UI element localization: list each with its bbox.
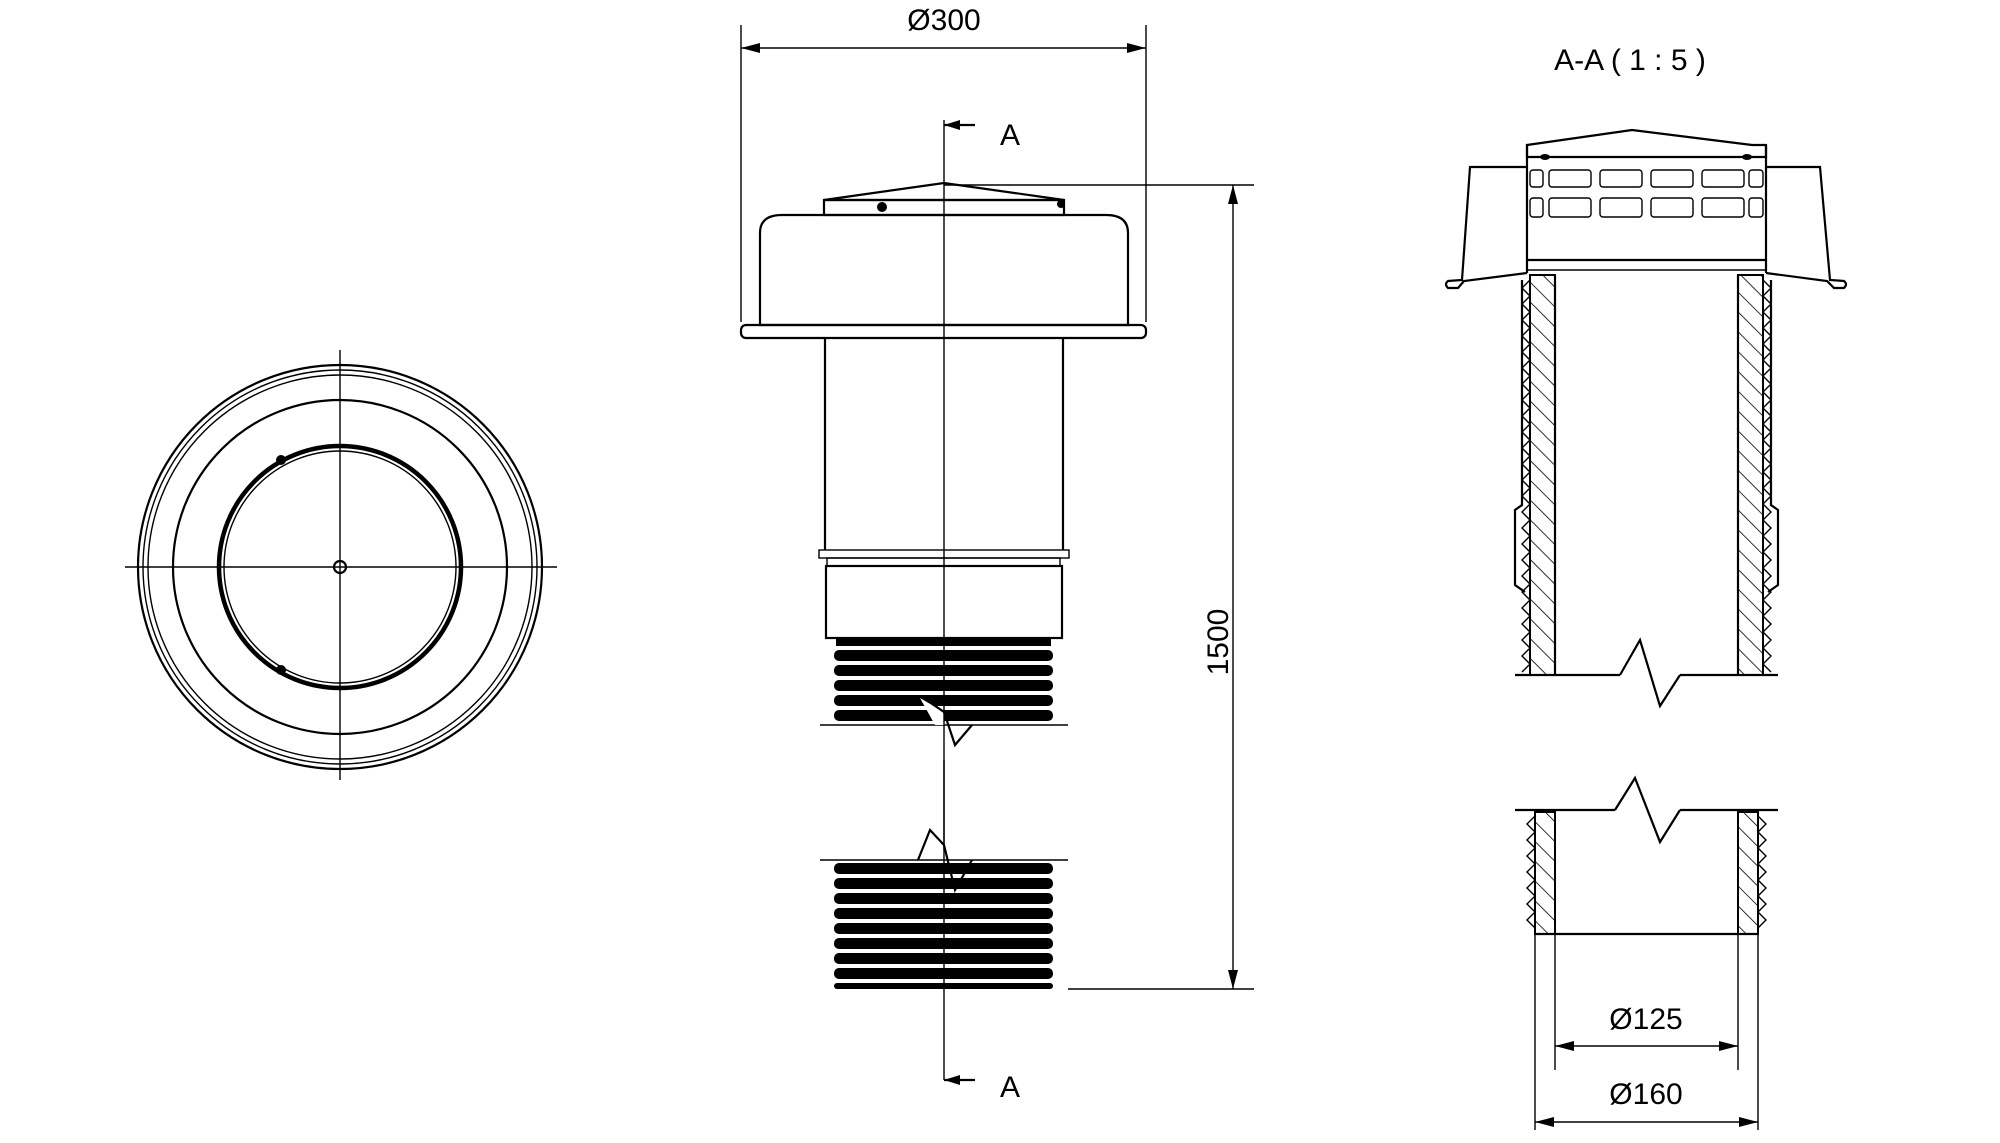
dim-top-diameter: Ø300 bbox=[907, 4, 980, 37]
dim-outer-diameter: Ø160 bbox=[1609, 1078, 1682, 1111]
section-wall-upper-left bbox=[1513, 274, 1556, 676]
section-title: A-A ( 1 : 5 ) bbox=[1554, 44, 1706, 77]
dim-height: 1500 bbox=[1202, 609, 1235, 676]
section-mark-bottom: A bbox=[1000, 1071, 1020, 1104]
cap-vent-slots bbox=[1529, 154, 1764, 218]
dim-inner-diameter: Ø125 bbox=[1609, 1003, 1682, 1036]
section-wall-upper-right bbox=[1737, 274, 1780, 676]
section-wall-lower-left bbox=[1526, 811, 1556, 935]
section-view: A-A ( 1 : 5 ) bbox=[1444, 44, 1848, 1130]
section-wall-lower-right bbox=[1737, 811, 1767, 935]
section-mark-top: A bbox=[1000, 119, 1020, 152]
top-view bbox=[125, 350, 557, 780]
front-view: Ø300 A bbox=[739, 4, 1254, 1104]
